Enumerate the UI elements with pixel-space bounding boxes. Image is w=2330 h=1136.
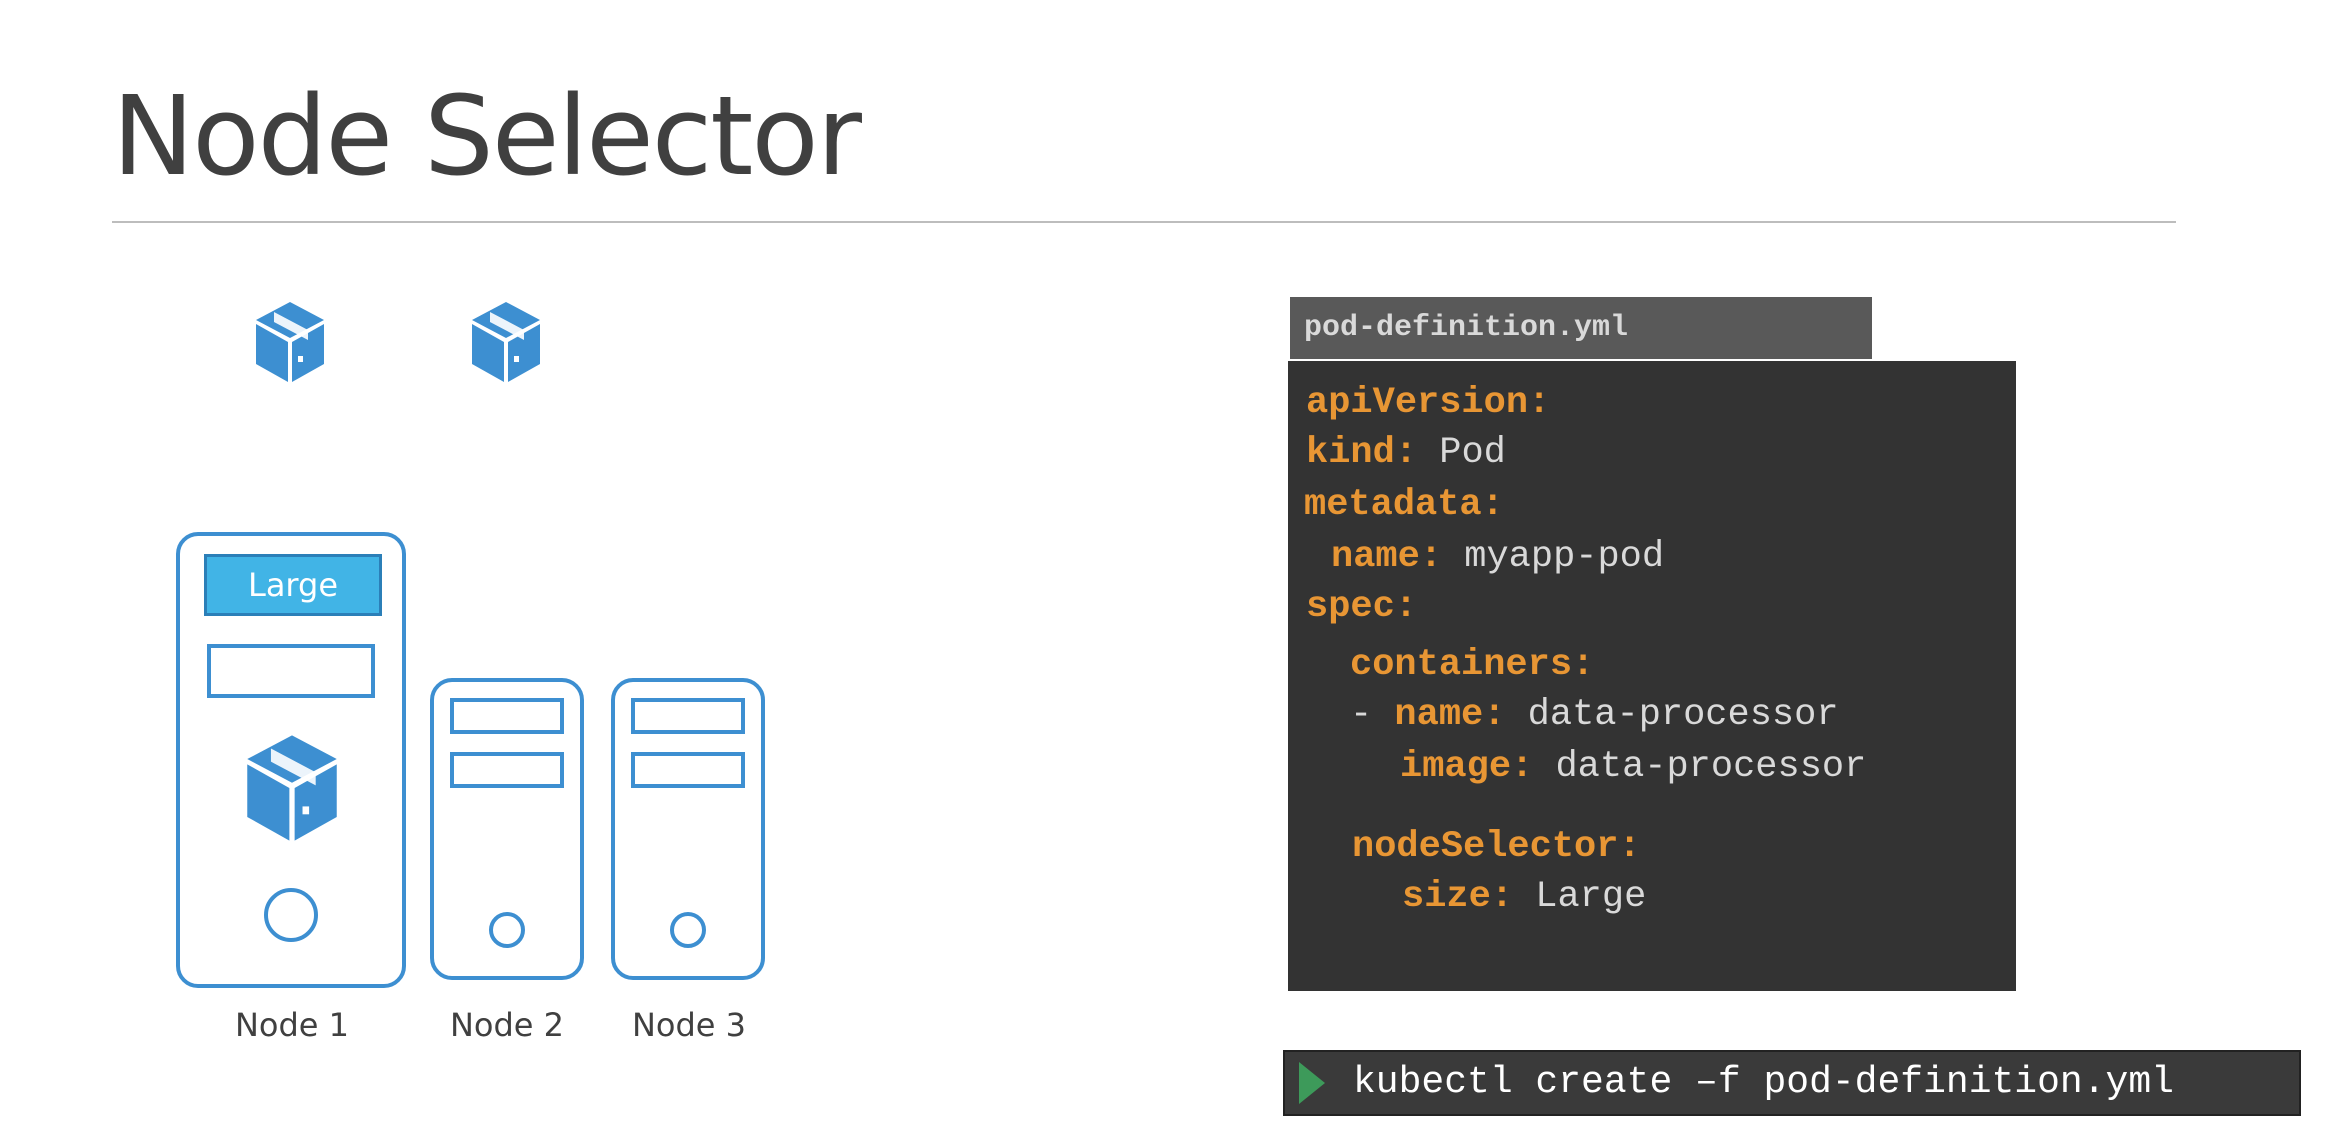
code-block: apiVersion: kind: Pod metadata: name: my… <box>1288 361 2016 991</box>
file-name-tab: pod-definition.yml <box>1290 297 1872 359</box>
power-button-icon <box>489 912 525 948</box>
code-line: nodeSelector: <box>1352 826 1641 868</box>
terminal-bar: kubectl create –f pod-definition.yml <box>1283 1050 2301 1116</box>
pod-cube-icon <box>247 735 337 841</box>
drive-slot <box>207 644 375 698</box>
code-line: spec: <box>1306 586 1418 628</box>
page-title: Node Selector <box>112 72 862 200</box>
code-line: kind: Pod <box>1306 432 1506 474</box>
code-line: size: Large <box>1402 876 1647 918</box>
node-label-tag: Large <box>204 554 382 616</box>
code-line: containers: <box>1350 644 1595 686</box>
code-line: - name: data-processor <box>1350 694 1839 736</box>
power-button-icon <box>264 888 318 942</box>
title-divider <box>112 221 2176 223</box>
pod-cube-icon <box>472 302 540 382</box>
power-button-icon <box>670 912 706 948</box>
code-line: image: data-processor <box>1400 746 1867 788</box>
code-line: apiVersion: <box>1306 382 1551 424</box>
code-line: name: myapp-pod <box>1331 536 1665 578</box>
node-1-label: Node 1 <box>234 1006 350 1044</box>
drive-slot <box>631 698 745 734</box>
drive-slot <box>450 698 564 734</box>
drive-slot <box>631 752 745 788</box>
node-3-label: Node 3 <box>631 1006 747 1044</box>
prompt-arrow-icon <box>1299 1062 1325 1104</box>
drive-slot <box>450 752 564 788</box>
terminal-command: kubectl create –f pod-definition.yml <box>1353 1061 2174 1104</box>
code-line: metadata: <box>1304 484 1504 526</box>
pod-cube-icon <box>256 302 324 382</box>
node-2-label: Node 2 <box>449 1006 565 1044</box>
